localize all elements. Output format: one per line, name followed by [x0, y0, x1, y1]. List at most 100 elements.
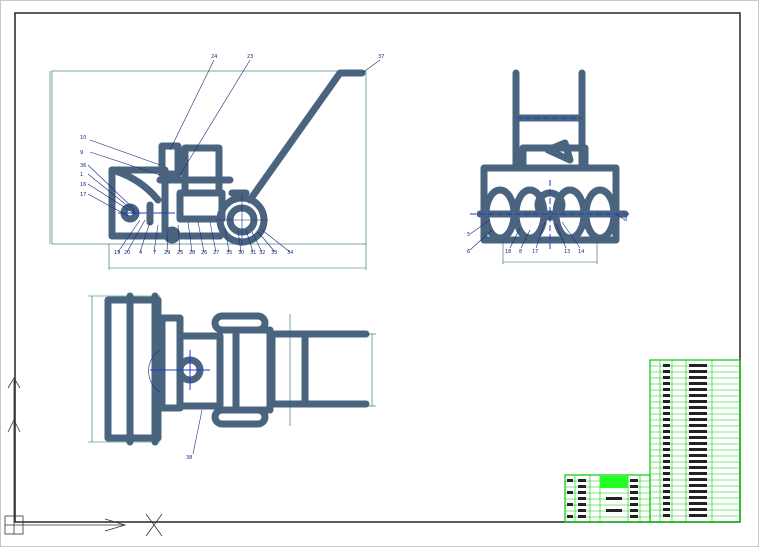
front-label-bottom-0: 19	[114, 250, 120, 256]
title-block-text-mark	[689, 388, 707, 391]
title-block-text-mark	[689, 412, 707, 415]
front-label-left-1: 9	[80, 150, 83, 156]
front-label-bottom-4: 29	[164, 250, 170, 256]
title-block-text-mark	[663, 508, 670, 511]
title-block-text-mark	[578, 515, 586, 518]
side-label-2: 18	[505, 249, 511, 255]
title-block-text-mark	[663, 418, 670, 421]
title-block-text-mark	[630, 497, 638, 500]
title-block-text-mark	[689, 406, 707, 409]
front-label-bottom-7: 26	[201, 250, 207, 256]
side-label-0: 5	[467, 232, 470, 238]
title-block-text-mark	[663, 472, 670, 475]
title-block-text-mark	[567, 479, 573, 482]
title-block-text-mark	[630, 479, 638, 482]
title-block-text-mark	[663, 394, 670, 397]
title-block-text-mark	[689, 418, 707, 421]
title-block-text-mark	[578, 479, 586, 482]
title-block-text-mark	[663, 412, 670, 415]
title-block-text-mark	[663, 436, 670, 439]
title-block-text-mark	[578, 485, 586, 488]
front-label-left-4: 16	[80, 182, 86, 188]
title-block-text-mark	[663, 406, 670, 409]
title-block-text-mark	[663, 484, 670, 487]
ucs-icon	[4, 377, 163, 537]
front-label-bottom-8: 27	[213, 250, 219, 256]
front-label-left-2: 36	[80, 163, 86, 169]
title-block-text-mark	[689, 376, 707, 379]
front-label-bottom-5: 25	[177, 250, 183, 256]
title-block-text-mark	[689, 514, 707, 517]
title-block-text-mark	[689, 478, 707, 481]
front-label-bottom-11: 31	[250, 250, 256, 256]
front-label-bottom-3: 7	[153, 250, 156, 256]
title-block-text-mark	[689, 496, 707, 499]
title-block-text-mark	[663, 430, 670, 433]
title-block-text-mark	[663, 448, 670, 451]
title-block-text-mark	[663, 388, 670, 391]
title-block-text-mark	[663, 400, 670, 403]
title-block-text-mark	[689, 472, 707, 475]
title-block-text-mark	[689, 436, 707, 439]
title-block-text-mark	[689, 484, 707, 487]
side-view: 5 6 18 8 17 13 14 3	[467, 69, 630, 264]
front-label-bottom-9: 35	[226, 250, 232, 256]
title-block-text-mark	[567, 515, 573, 518]
title-block-text-mark	[630, 485, 638, 488]
title-block-text-mark	[663, 460, 670, 463]
title-block-text-mark	[689, 400, 707, 403]
side-label-6: 14	[578, 249, 584, 255]
title-block-text-mark	[689, 460, 707, 463]
title-block-text-mark	[663, 496, 670, 499]
title-block-text-mark	[606, 509, 622, 512]
title-block-text-mark	[630, 509, 638, 512]
front-label-top-0: 24	[211, 54, 217, 60]
front-label-bottom-14: 34	[287, 250, 293, 256]
title-block-text-mark	[578, 497, 586, 500]
front-label-bottom-6: 28	[189, 250, 195, 256]
title-block-text-mark	[663, 424, 670, 427]
title-block-text-mark	[689, 466, 707, 469]
front-label-left-3: 1	[80, 172, 83, 178]
side-label-3: 8	[519, 249, 522, 255]
side-label-4: 17	[532, 249, 538, 255]
title-block-text-mark	[630, 503, 638, 506]
title-block-text-mark	[663, 442, 670, 445]
drawing-frame	[14, 12, 741, 523]
title-block-text-mark	[663, 478, 670, 481]
title-block-text-mark	[663, 382, 670, 385]
title-block-text-mark	[689, 394, 707, 397]
front-label-left-0: 10	[80, 135, 86, 141]
title-block-text-mark	[663, 364, 670, 367]
title-block-text-mark	[630, 515, 638, 518]
title-block-text-mark	[606, 497, 622, 500]
front-label-bottom-10: 30	[238, 250, 244, 256]
side-label-7: 3	[624, 217, 627, 223]
side-label-1: 6	[467, 249, 470, 255]
title-block-text-mark	[689, 364, 707, 367]
title-block-text-mark	[689, 430, 707, 433]
front-label-top-2: 37	[378, 54, 384, 60]
title-block-text-mark	[689, 448, 707, 451]
title-block-text-mark	[689, 490, 707, 493]
title-block-text-mark	[663, 490, 670, 493]
front-label-top-1: 23	[247, 54, 253, 60]
title-block-text-mark	[630, 491, 638, 494]
front-label-bottom-1: 20	[124, 250, 130, 256]
title-block-text-mark	[689, 508, 707, 511]
top-view: 38	[88, 292, 376, 461]
title-highlight	[600, 476, 628, 488]
front-label-bottom-12: 32	[259, 250, 265, 256]
title-block-text-mark	[663, 514, 670, 517]
front-label-bottom-13: 33	[271, 250, 277, 256]
front-view-extent	[51, 70, 367, 245]
title-block	[564, 359, 741, 523]
title-block-text-mark	[663, 376, 670, 379]
top-label-0: 38	[186, 455, 192, 461]
title-block-text-mark	[689, 442, 707, 445]
title-block-text-mark	[567, 491, 573, 494]
title-block-text-mark	[663, 502, 670, 505]
title-block-text-mark	[663, 466, 670, 469]
title-block-text-mark	[663, 370, 670, 373]
